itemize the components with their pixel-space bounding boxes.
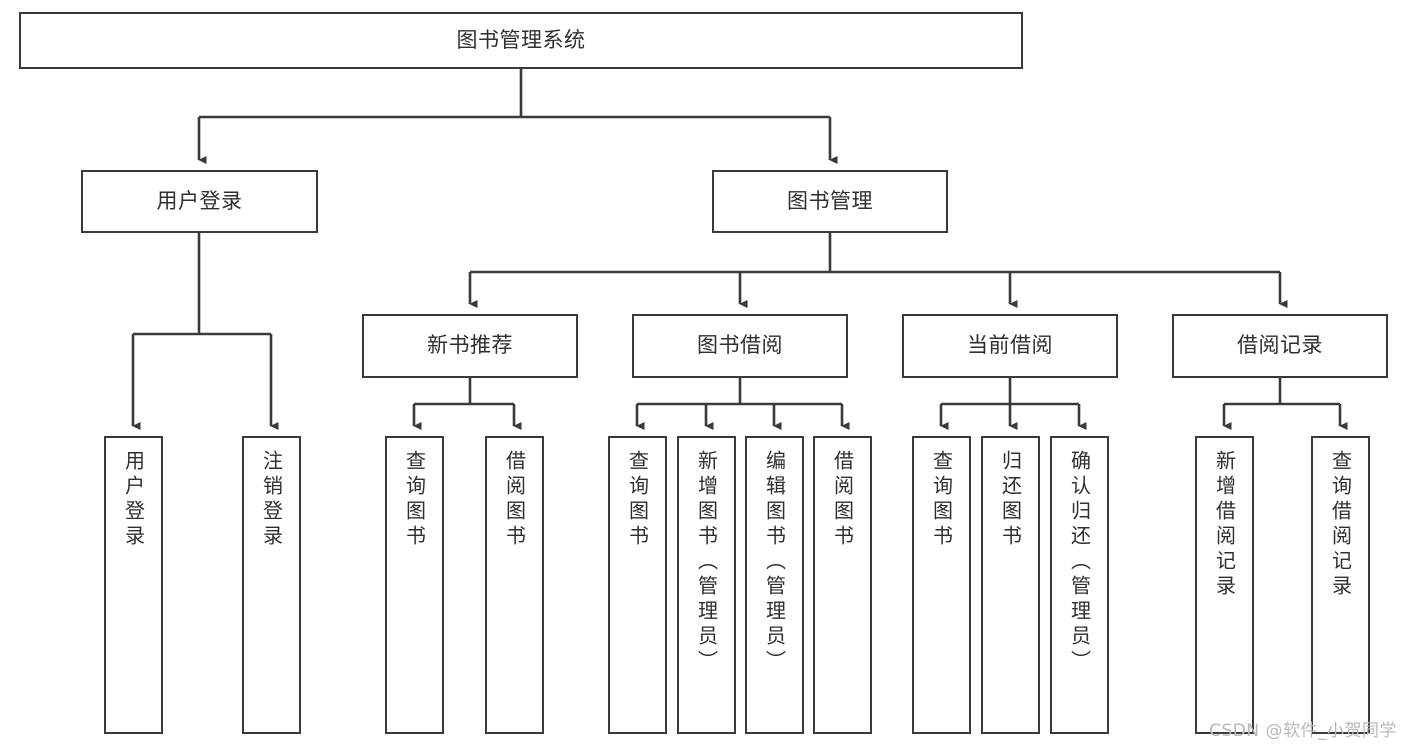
leaf-label: 归还图书	[998, 450, 1023, 550]
leaf-label: 借阅图书	[830, 450, 855, 550]
node-book-management-label: 图书管理	[787, 188, 873, 213]
leaf-record-add-record[interactable]: 新增借阅记录	[1195, 436, 1254, 734]
leaf-record-query-record[interactable]: 查询借阅记录	[1311, 436, 1370, 734]
node-book-borrow-label: 图书借阅	[697, 333, 783, 358]
leaf-current-query-book[interactable]: 查询图书	[912, 436, 971, 734]
leaf-borrow-edit-book-admin[interactable]: 编辑图书（管理员）	[745, 436, 804, 734]
node-current-borrow-label: 当前借阅	[967, 333, 1053, 358]
leaf-label: 编辑图书（管理员）	[762, 450, 787, 675]
leaf-current-return-book[interactable]: 归还图书	[981, 436, 1040, 734]
leaf-label: 查询借阅记录	[1328, 450, 1353, 600]
leaf-label: 新增图书（管理员）	[694, 450, 719, 675]
node-current-borrow[interactable]: 当前借阅	[902, 314, 1118, 378]
node-book-borrow[interactable]: 图书借阅	[632, 314, 848, 378]
leaf-label: 注销登录	[259, 450, 284, 550]
leaf-label: 查询图书	[625, 450, 650, 550]
node-borrow-record-label: 借阅记录	[1237, 333, 1323, 358]
node-new-book-recommend[interactable]: 新书推荐	[362, 314, 578, 378]
node-borrow-record[interactable]: 借阅记录	[1172, 314, 1388, 378]
leaf-current-confirm-return-admin[interactable]: 确认归还（管理员）	[1050, 436, 1109, 734]
leaf-label: 确认归还（管理员）	[1067, 450, 1092, 675]
leaf-label: 查询图书	[929, 450, 954, 550]
leaf-borrow-query-book[interactable]: 查询图书	[608, 436, 667, 734]
leaf-borrow-add-book-admin[interactable]: 新增图书（管理员）	[677, 436, 736, 734]
leaf-recommend-query-book[interactable]: 查询图书	[385, 436, 444, 734]
leaf-label: 查询图书	[402, 450, 427, 550]
leaf-label: 用户登录	[121, 450, 146, 550]
leaf-label: 借阅图书	[502, 450, 527, 550]
node-root[interactable]: 图书管理系统	[19, 12, 1023, 69]
csdn-watermark: CSDN @软件_小贺同学	[1209, 721, 1397, 741]
leaf-label: 新增借阅记录	[1212, 450, 1237, 600]
node-book-management[interactable]: 图书管理	[712, 170, 948, 233]
leaf-user-login-logout[interactable]: 注销登录	[242, 436, 301, 734]
node-root-label: 图书管理系统	[456, 27, 586, 52]
node-user-login[interactable]: 用户登录	[81, 170, 318, 233]
node-user-login-label: 用户登录	[156, 188, 243, 213]
leaf-borrow-borrow-book[interactable]: 借阅图书	[813, 436, 872, 734]
node-new-book-recommend-label: 新书推荐	[427, 333, 513, 358]
leaf-user-login-login[interactable]: 用户登录	[104, 436, 163, 734]
leaf-recommend-borrow-book[interactable]: 借阅图书	[485, 436, 544, 734]
